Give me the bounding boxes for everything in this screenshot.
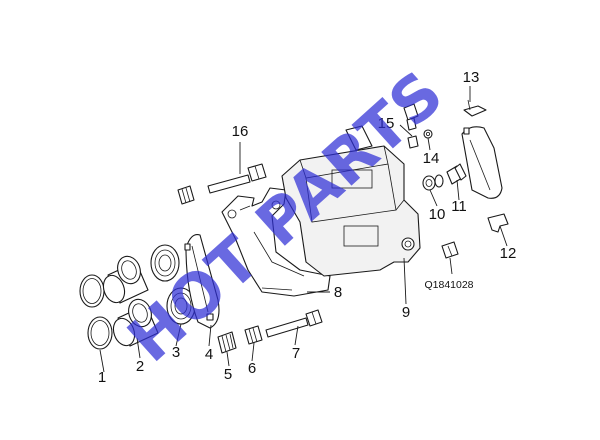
callout-3: 3: [172, 344, 180, 361]
callout-14: 14: [423, 150, 440, 167]
part-10-washer: [422, 174, 444, 191]
leader-lines: [99, 86, 508, 373]
part-code-label: Q1841028: [424, 279, 473, 291]
part-8-caliper-bracket: [221, 187, 331, 297]
part-13-pad-spring: [463, 99, 487, 117]
callout-6: 6: [248, 360, 256, 377]
callout-7: 7: [292, 345, 300, 362]
callout-labels: 1 2 3 4 5 6 7 8 9 10 11 12 13 14 15 16 Q…: [98, 69, 517, 386]
part-12-pad-clip: [487, 213, 509, 233]
callout-12: 12: [500, 245, 517, 262]
part-15-bolt: [403, 103, 419, 149]
part-4-inner-brake-pad: [184, 233, 220, 329]
part-1-piston-seal-rings: [79, 274, 113, 350]
callout-15: 15: [378, 115, 395, 132]
callout-11: 11: [451, 198, 467, 215]
callout-13: 13: [463, 69, 480, 86]
callout-2: 2: [136, 358, 144, 375]
part-9-caliper-body: [281, 125, 421, 277]
callout-5: 5: [224, 366, 232, 383]
part-16-guide-pin-bolt-upper: [177, 163, 267, 205]
part-7-guide-pin-bolt: [265, 309, 323, 338]
part-5-guide-pin-boot: [217, 331, 237, 354]
callout-8: 8: [334, 284, 342, 301]
part-11-bleeder-screw: [446, 163, 467, 185]
callout-10: 10: [429, 206, 446, 223]
part-6-guide-pin-boot: [244, 325, 263, 345]
part-q1841028-bolt: [441, 241, 459, 259]
callout-1: 1: [98, 369, 106, 386]
callout-4: 4: [205, 346, 213, 363]
callout-9: 9: [402, 304, 410, 321]
part-2-caliper-pistons: [102, 255, 159, 347]
outer-brake-pad: [461, 126, 503, 199]
callout-16: 16: [232, 123, 249, 140]
part-3-dust-boots: [150, 244, 196, 325]
